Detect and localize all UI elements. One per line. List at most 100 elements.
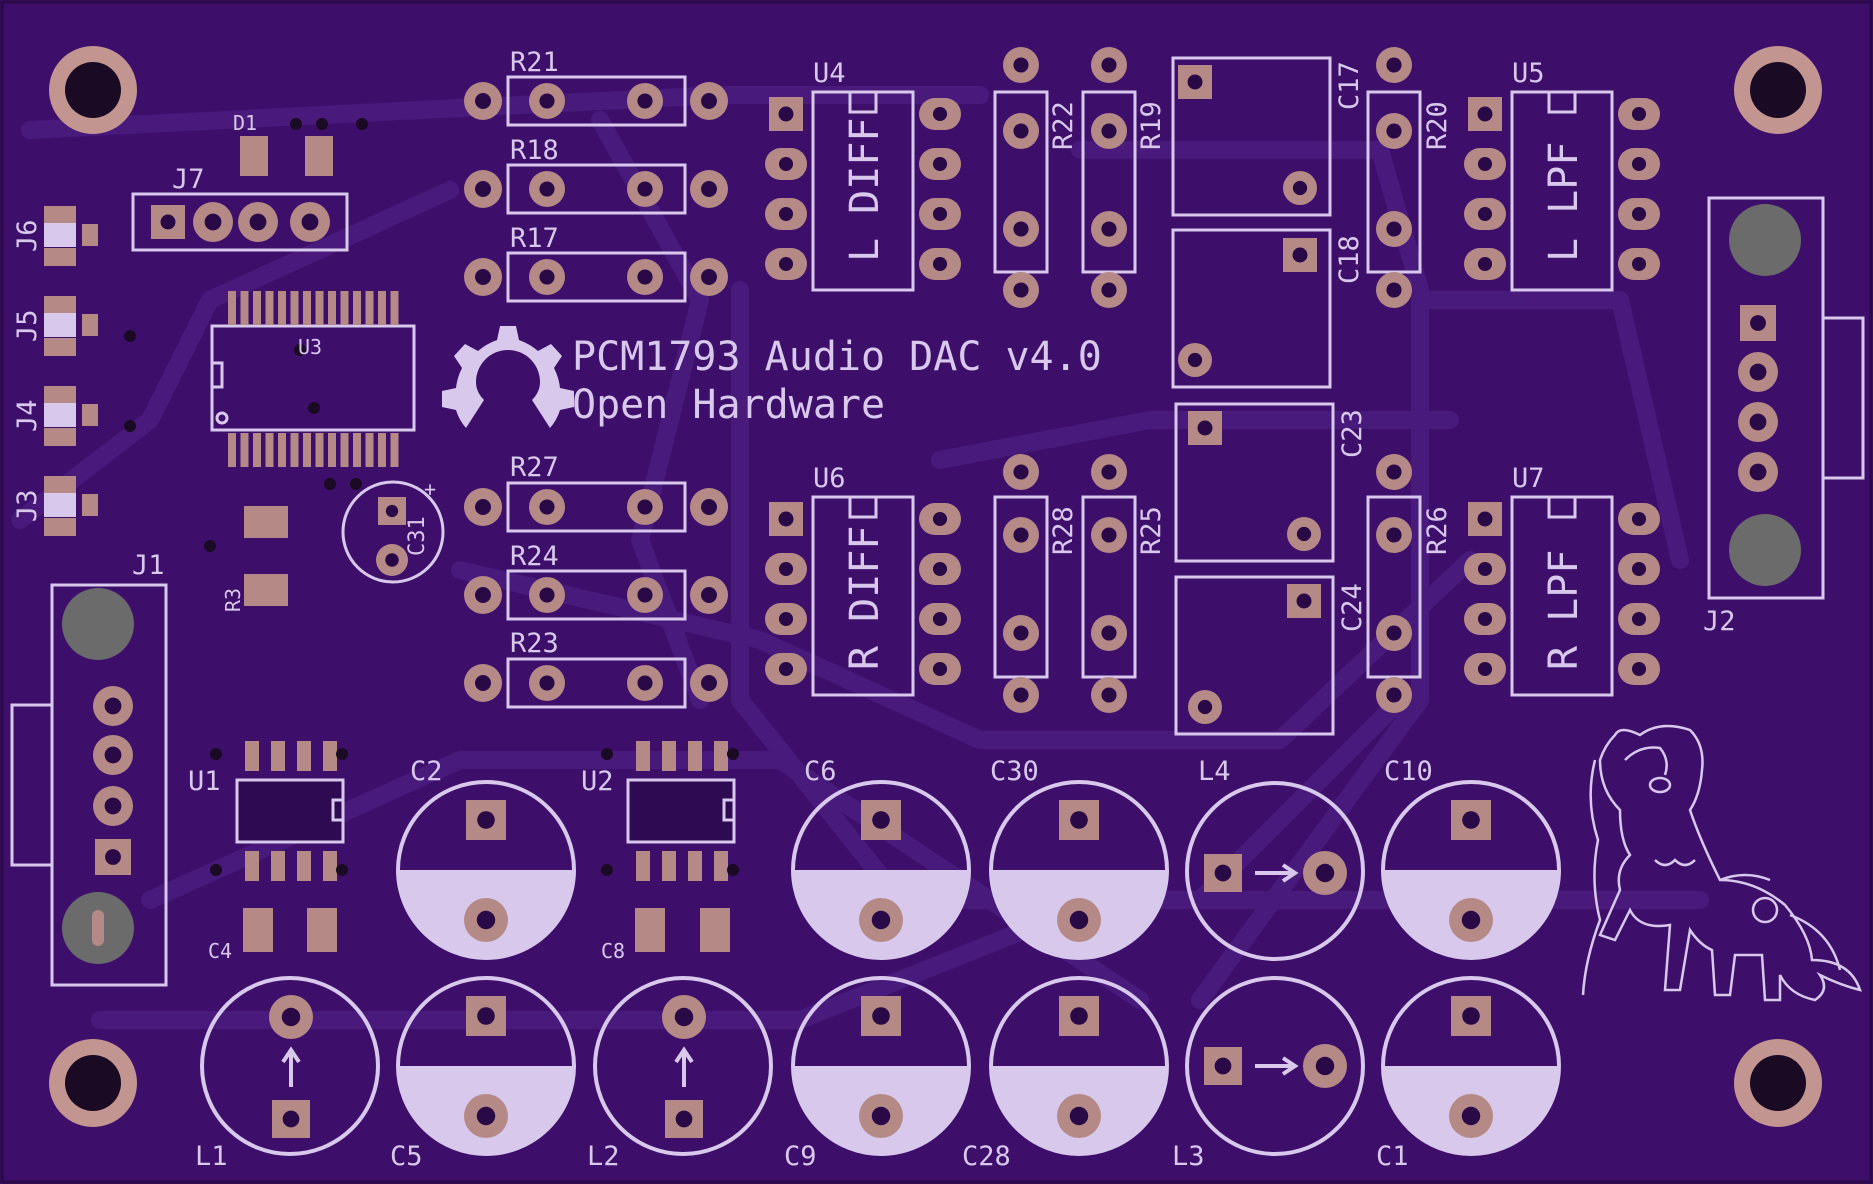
l3-outline [1185,976,1365,1156]
film-cap-pad [1178,65,1212,99]
soic-pin-pad [271,851,285,881]
u3-pin-pad [378,291,386,325]
ic-pin-pad [1618,653,1660,685]
soic-pin-pad [323,741,337,771]
u3-pin-pad [240,433,249,467]
electrolytic-pad [1057,1094,1101,1138]
label-j4: J4 [12,399,43,432]
via [124,330,136,342]
u3-pin-pad [390,291,399,325]
soic-pin-pad [688,851,702,881]
resistor-pad [1376,454,1412,490]
electrolytic-pad [464,1094,508,1138]
resistor-pad [529,489,565,525]
u3-pin-pad [265,433,274,467]
resistor-pad [1376,113,1412,149]
edge-pad [44,338,76,356]
resistor-pad [627,83,663,119]
via [290,118,302,130]
film-cap-pad [1178,343,1212,377]
label-u6: U6 [813,463,846,494]
label-u5: U5 [1512,58,1545,89]
ic-pin-pad [765,248,807,280]
label-c18: C18 [1334,235,1365,284]
ic-pin-pad [919,98,961,130]
resistor-pad [464,576,502,614]
ic-pin-pad [919,503,961,535]
connector-pad-1 [1740,305,1776,341]
edge-pad [44,493,76,517]
connector-pad [1738,452,1778,492]
edge-pad [44,296,76,314]
label-c4: C4 [208,939,232,963]
resistor-pad [690,488,728,526]
label-l1: L1 [195,1141,228,1172]
pony-artwork [1581,724,1862,1002]
label-c31-plus: + [424,477,436,501]
connector-pad [1738,352,1778,392]
film-cap-pad [1287,584,1321,618]
inductor-pad [1303,1044,1347,1088]
edge-pad [82,494,98,516]
resistor-pad [627,577,663,613]
resistor-pad [690,258,728,296]
j2-mount-pad [1729,204,1801,276]
electrolytic-pad [859,1094,903,1138]
ic-pin-1-pad [769,502,803,536]
soic-pin-pad [271,741,285,771]
u5-text: L LPF [1541,142,1587,262]
ic-pin-pad [919,248,961,280]
label-j7: J7 [172,164,205,195]
u3-pin-pad [303,433,311,467]
via [210,864,222,876]
u3-pin-pad [365,291,374,325]
edge-pad [44,223,76,247]
label-u4: U4 [813,58,846,89]
u2-outline [626,778,736,844]
inductor-pad [1204,854,1242,892]
soic-pin-pad [323,851,337,881]
edge-pad [44,313,76,337]
label-r21: R21 [510,47,559,78]
u4-text: L DIFF [842,118,888,263]
label-r22: R22 [1048,101,1079,150]
u3-pin-pad [365,433,374,467]
inductor-pad [662,995,706,1039]
label-r25: R25 [1136,506,1167,555]
resistor-pad [1003,615,1039,651]
via [316,118,328,130]
resistor-pad [464,258,502,296]
ic-pin-pad [919,653,961,685]
label-c10: C10 [1384,756,1433,787]
via [727,748,739,760]
r21-outline [506,75,687,127]
via [336,748,348,760]
via [124,420,136,432]
resistor-pad [1003,677,1039,713]
electrolytic-pad [859,898,903,942]
edge-pad [44,386,76,404]
header-pad [151,205,185,239]
label-c8: C8 [601,939,625,963]
resistor-pad [464,488,502,526]
u3-pin-pad [340,291,349,325]
connector-pad [93,735,133,775]
label-r27: R27 [510,452,559,483]
resistor-pad [529,171,565,207]
label-j2: J2 [1703,606,1736,637]
film-cap-pad [1188,690,1222,724]
u3-pin-pad [378,433,386,467]
soic-pin-pad [245,851,259,881]
u4-outline [811,90,915,292]
electrolytic-pad [1449,898,1493,942]
u3-pin-pad [290,291,299,325]
soic-pin-pad [636,741,650,771]
via [210,748,222,760]
ic-pin-pad [1464,198,1506,230]
electrolytic-pad [1057,898,1101,942]
resistor-pad [464,82,502,120]
resistor-pad [627,171,663,207]
electrolytic-pad-plus [1451,800,1491,840]
